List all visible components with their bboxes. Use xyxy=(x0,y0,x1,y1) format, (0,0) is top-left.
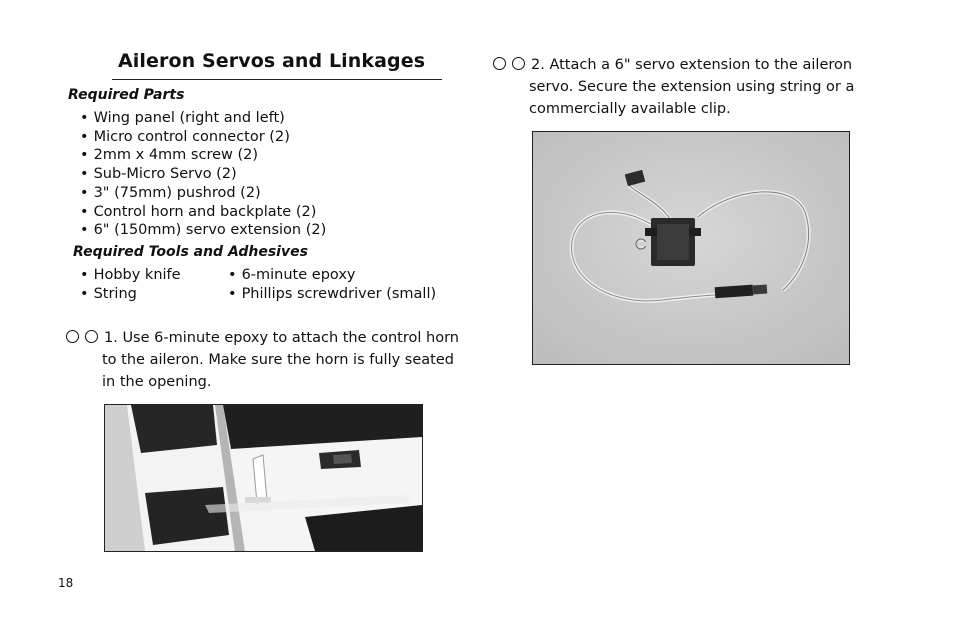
step-1-line-2: to the aileron. Make sure the horn is fu… xyxy=(102,352,454,368)
tool-label: Phillips screwdriver (small) xyxy=(241,286,437,302)
bullet: • xyxy=(80,204,89,220)
tool-label: 6-minute epoxy xyxy=(241,267,356,283)
tool-label: Hobby knife xyxy=(93,267,181,283)
step-2: 2. Attach a 6" servo extension to the ai… xyxy=(493,54,852,76)
title-underline xyxy=(112,79,442,80)
bullet: • xyxy=(80,267,89,283)
step-2-line-1: 2. Attach a 6" servo extension to the ai… xyxy=(531,57,853,73)
list-item: •Wing panel (right and left) xyxy=(80,109,285,127)
list-item: •Hobby knife xyxy=(80,266,181,284)
bullet: • xyxy=(80,222,89,238)
servo-extension-photo-graphic xyxy=(533,132,849,364)
list-item: •6" (150mm) servo extension (2) xyxy=(80,221,326,239)
checkbox-circle-icon[interactable] xyxy=(512,57,525,70)
list-item: •Micro control connector (2) xyxy=(80,128,290,146)
list-item: •Control horn and backplate (2) xyxy=(80,203,316,221)
bullet: • xyxy=(80,286,89,302)
checkbox-circle-icon[interactable] xyxy=(493,57,506,70)
bullet: • xyxy=(80,110,89,126)
part-label: Wing panel (right and left) xyxy=(93,110,285,126)
part-label: 2mm x 4mm screw (2) xyxy=(93,147,259,163)
required-parts-heading: Required Parts xyxy=(68,87,185,103)
part-label: Sub-Micro Servo (2) xyxy=(93,166,237,182)
part-label: 3" (75mm) pushrod (2) xyxy=(93,185,261,201)
list-item: •Sub-Micro Servo (2) xyxy=(80,165,237,183)
servo-extension-photo xyxy=(532,131,850,365)
list-item: •3" (75mm) pushrod (2) xyxy=(80,184,261,202)
list-item: •Phillips screwdriver (small) xyxy=(228,285,436,303)
bullet: • xyxy=(228,286,237,302)
bullet: • xyxy=(80,147,89,163)
bullet: • xyxy=(228,267,237,283)
step-2-line-3: commercially available clip. xyxy=(529,101,731,117)
list-item: •String xyxy=(80,285,137,303)
bullet: • xyxy=(80,185,89,201)
required-tools-heading: Required Tools and Adhesives xyxy=(73,244,308,260)
bullet: • xyxy=(80,129,89,145)
part-label: 6" (150mm) servo extension (2) xyxy=(93,222,327,238)
control-horn-photo xyxy=(104,404,423,552)
step-1-line-1: 1. Use 6-minute epoxy to attach the cont… xyxy=(104,330,459,346)
part-label: Control horn and backplate (2) xyxy=(93,204,317,220)
checkbox-circle-icon[interactable] xyxy=(85,330,98,343)
list-item: •2mm x 4mm screw (2) xyxy=(80,146,258,164)
part-label: Micro control connector (2) xyxy=(93,129,290,145)
page-title: Aileron Servos and Linkages xyxy=(118,50,426,72)
bullet: • xyxy=(80,166,89,182)
list-item: •6-minute epoxy xyxy=(228,266,355,284)
tool-label: String xyxy=(93,286,137,302)
page-number: 18 xyxy=(58,576,74,590)
step-1-line-3: in the opening. xyxy=(102,374,212,390)
control-horn-photo-graphic xyxy=(105,405,422,551)
step-1: 1. Use 6-minute epoxy to attach the cont… xyxy=(66,327,459,349)
step-2-line-2: servo. Secure the extension using string… xyxy=(529,79,855,95)
checkbox-circle-icon[interactable] xyxy=(66,330,79,343)
